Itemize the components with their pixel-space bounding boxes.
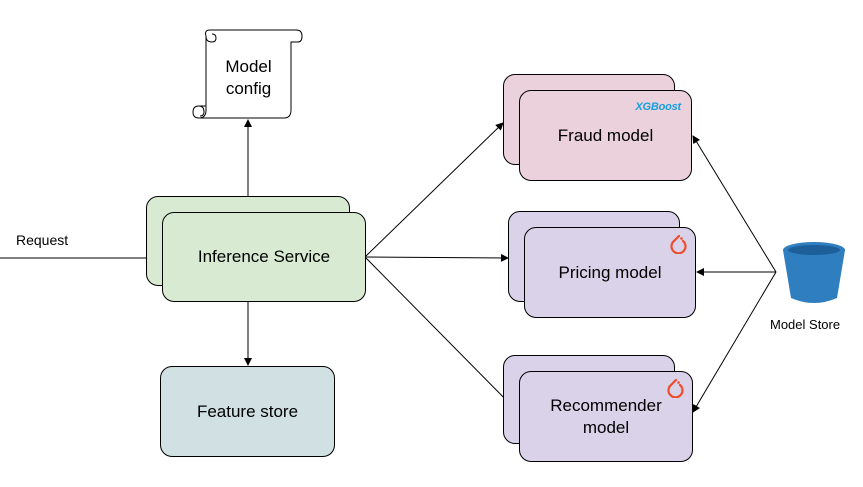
- recommender-model-label: Recommender model: [550, 395, 662, 437]
- pricing-model-node[interactable]: Pricing model: [524, 227, 696, 318]
- feature-store-label: Feature store: [196, 401, 299, 421]
- bucket-icon: [783, 242, 845, 303]
- fraud-model-node[interactable]: XGBoost Fraud model: [519, 90, 692, 181]
- recommender-model-node[interactable]: Recommender model: [519, 371, 693, 462]
- inference-service-label: Inference Service: [197, 247, 331, 266]
- xgboost-logo: XGBoost: [635, 101, 681, 113]
- edge-inference-to-pricing: [365, 253, 509, 262]
- model-config-label: Model config: [225, 57, 272, 98]
- pytorch-icon: [667, 378, 684, 398]
- fraud-model-label: Fraud model: [557, 125, 654, 145]
- edge-store-to-fraud: [692, 135, 777, 273]
- pricing-model-label: Pricing model: [558, 262, 662, 282]
- request-label: Request: [16, 232, 69, 248]
- edges: [0, 119, 777, 413]
- inference-service-node[interactable]: Inference Service: [162, 212, 366, 302]
- feature-store-node[interactable]: Feature store: [160, 366, 335, 457]
- pytorch-icon: [670, 234, 687, 254]
- model-config-scroll: [192, 29, 303, 119]
- edge-inference-to-recommender: [365, 257, 519, 413]
- edge-store-to-recommender: [692, 271, 777, 413]
- edge-inference-to-fraud: [365, 122, 504, 257]
- model-store-label: Model Store: [770, 317, 841, 332]
